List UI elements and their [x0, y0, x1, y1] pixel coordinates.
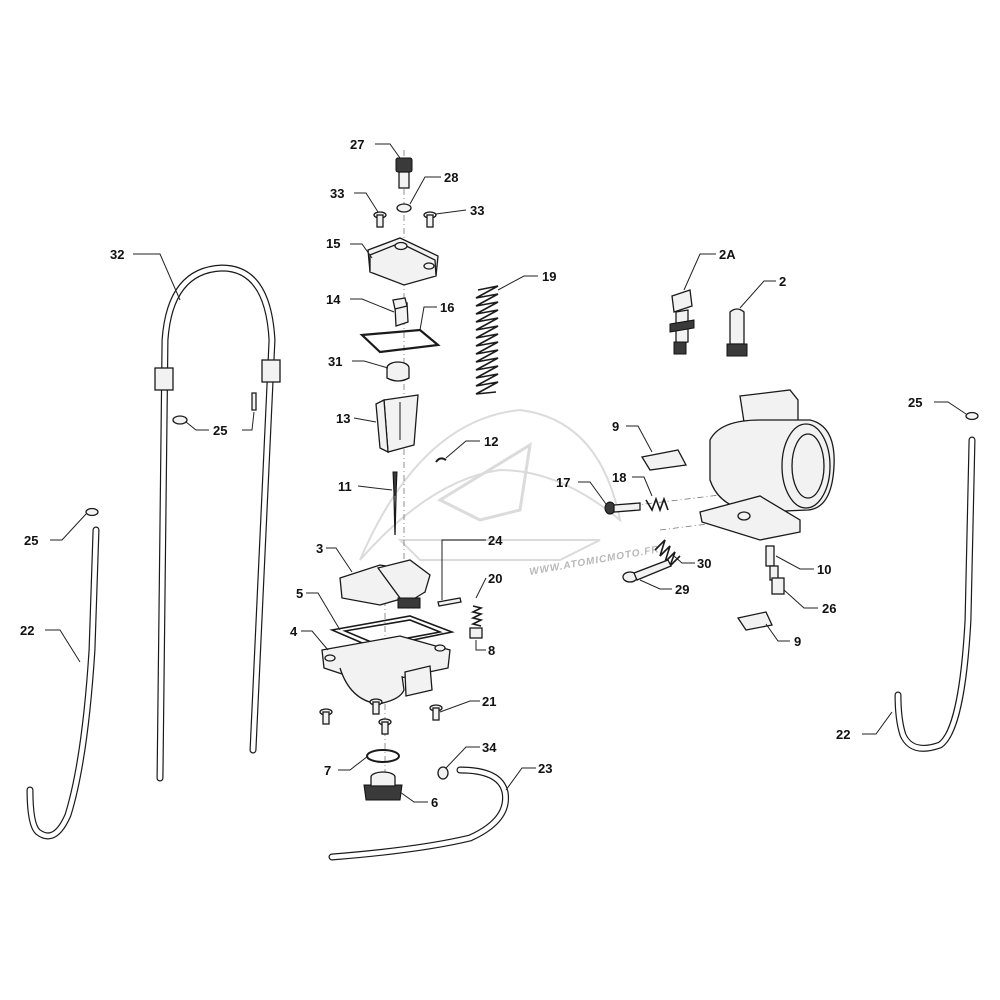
- part-7-o-ring: [366, 749, 400, 763]
- label-28: 28: [444, 170, 458, 185]
- part-25-washer-mid: [172, 415, 188, 425]
- part-22-hose-right: [894, 436, 976, 752]
- label-6: 6: [431, 795, 438, 810]
- part-24-pin: [437, 597, 462, 607]
- label-17: 17: [556, 475, 570, 490]
- part-10-fitting: [765, 545, 779, 581]
- label-26: 26: [822, 601, 836, 616]
- label-3: 3: [316, 541, 323, 556]
- label-31: 31: [328, 354, 342, 369]
- part-5-gasket: [329, 615, 455, 649]
- part-20-spring: [470, 605, 484, 627]
- label-11: 11: [338, 479, 352, 494]
- part-30-spring: [654, 539, 681, 567]
- part-29-screw: [622, 559, 672, 583]
- label-19: 19: [542, 269, 556, 284]
- part-22-hose-left: [26, 526, 100, 840]
- label-12: 12: [484, 434, 498, 449]
- part-21-screw-c: [378, 718, 392, 735]
- part-25-washer-right: [965, 411, 979, 421]
- label-7: 7: [324, 763, 331, 778]
- label-21: 21: [482, 694, 496, 709]
- label-29: 29: [675, 582, 689, 597]
- label-30: 30: [697, 556, 711, 571]
- part-21-screw-a: [319, 708, 333, 725]
- part-3-cover: [339, 559, 431, 609]
- part-19-spring: [475, 285, 499, 395]
- label-25-mid: 25: [213, 423, 227, 438]
- label-9-bottom: 9: [794, 634, 801, 649]
- part-33-screw-right: [423, 211, 437, 228]
- label-10: 10: [817, 562, 831, 577]
- label-16: 16: [440, 300, 454, 315]
- part-28-nut: [396, 203, 412, 213]
- label-32: 32: [110, 247, 124, 262]
- label-27: 27: [350, 137, 364, 152]
- label-8: 8: [488, 643, 495, 658]
- part-9-bracket-bottom: [736, 611, 773, 631]
- label-25-left: 25: [24, 533, 38, 548]
- part-21-screw-d: [429, 704, 443, 721]
- label-9-top: 9: [612, 419, 619, 434]
- part-32-long-hose: [154, 264, 281, 782]
- label-15: 15: [326, 236, 340, 251]
- label-2: 2: [779, 274, 786, 289]
- part-16-gasket: [359, 328, 441, 354]
- label-34: 34: [482, 740, 497, 755]
- label-14: 14: [326, 292, 341, 307]
- part-2a-fitting: [669, 289, 695, 355]
- label-25-right: 25: [908, 395, 922, 410]
- part-8-jet: [469, 627, 483, 639]
- label-4: 4: [290, 624, 298, 639]
- part-31-spacer: [386, 361, 410, 382]
- part-26-fitting: [771, 577, 785, 595]
- part-27-adjuster: [395, 157, 413, 189]
- label-33-left: 33: [330, 186, 344, 201]
- part-labels: 27 28 33 33 15 14 16 31 19 13 12 11 3 24…: [20, 137, 922, 810]
- part-15-top-cap: [367, 237, 439, 286]
- label-24: 24: [488, 533, 503, 548]
- label-23: 23: [538, 761, 552, 776]
- label-22-left: 22: [20, 623, 34, 638]
- label-18: 18: [612, 470, 626, 485]
- part-12-clip: [435, 457, 447, 463]
- part-2-fitting: [726, 308, 748, 357]
- part-21-screw-b: [369, 698, 383, 715]
- part-18-spring: [645, 496, 669, 513]
- part-13-slide: [375, 394, 419, 454]
- part-23-hose: [328, 766, 510, 861]
- label-33-right: 33: [470, 203, 484, 218]
- carburetor-body: [699, 389, 835, 541]
- part-25-washer-left: [85, 507, 99, 517]
- part-17-screw: [604, 501, 641, 515]
- part-4-float-bowl: [321, 635, 451, 705]
- label-2a: 2A: [719, 247, 736, 262]
- label-5: 5: [296, 586, 303, 601]
- part-9-bracket-top: [640, 449, 688, 471]
- part-11-needle: [392, 471, 398, 536]
- label-20: 20: [488, 571, 502, 586]
- part-6-drain-plug: [363, 771, 403, 801]
- part-34-washer: [437, 766, 449, 780]
- label-13: 13: [336, 411, 350, 426]
- leader-lines: [45, 143, 967, 803]
- label-22-right: 22: [836, 727, 850, 742]
- part-33-screw-left: [373, 211, 387, 228]
- part-25-pin: [251, 392, 257, 411]
- part-14-needle-holder: [392, 297, 409, 327]
